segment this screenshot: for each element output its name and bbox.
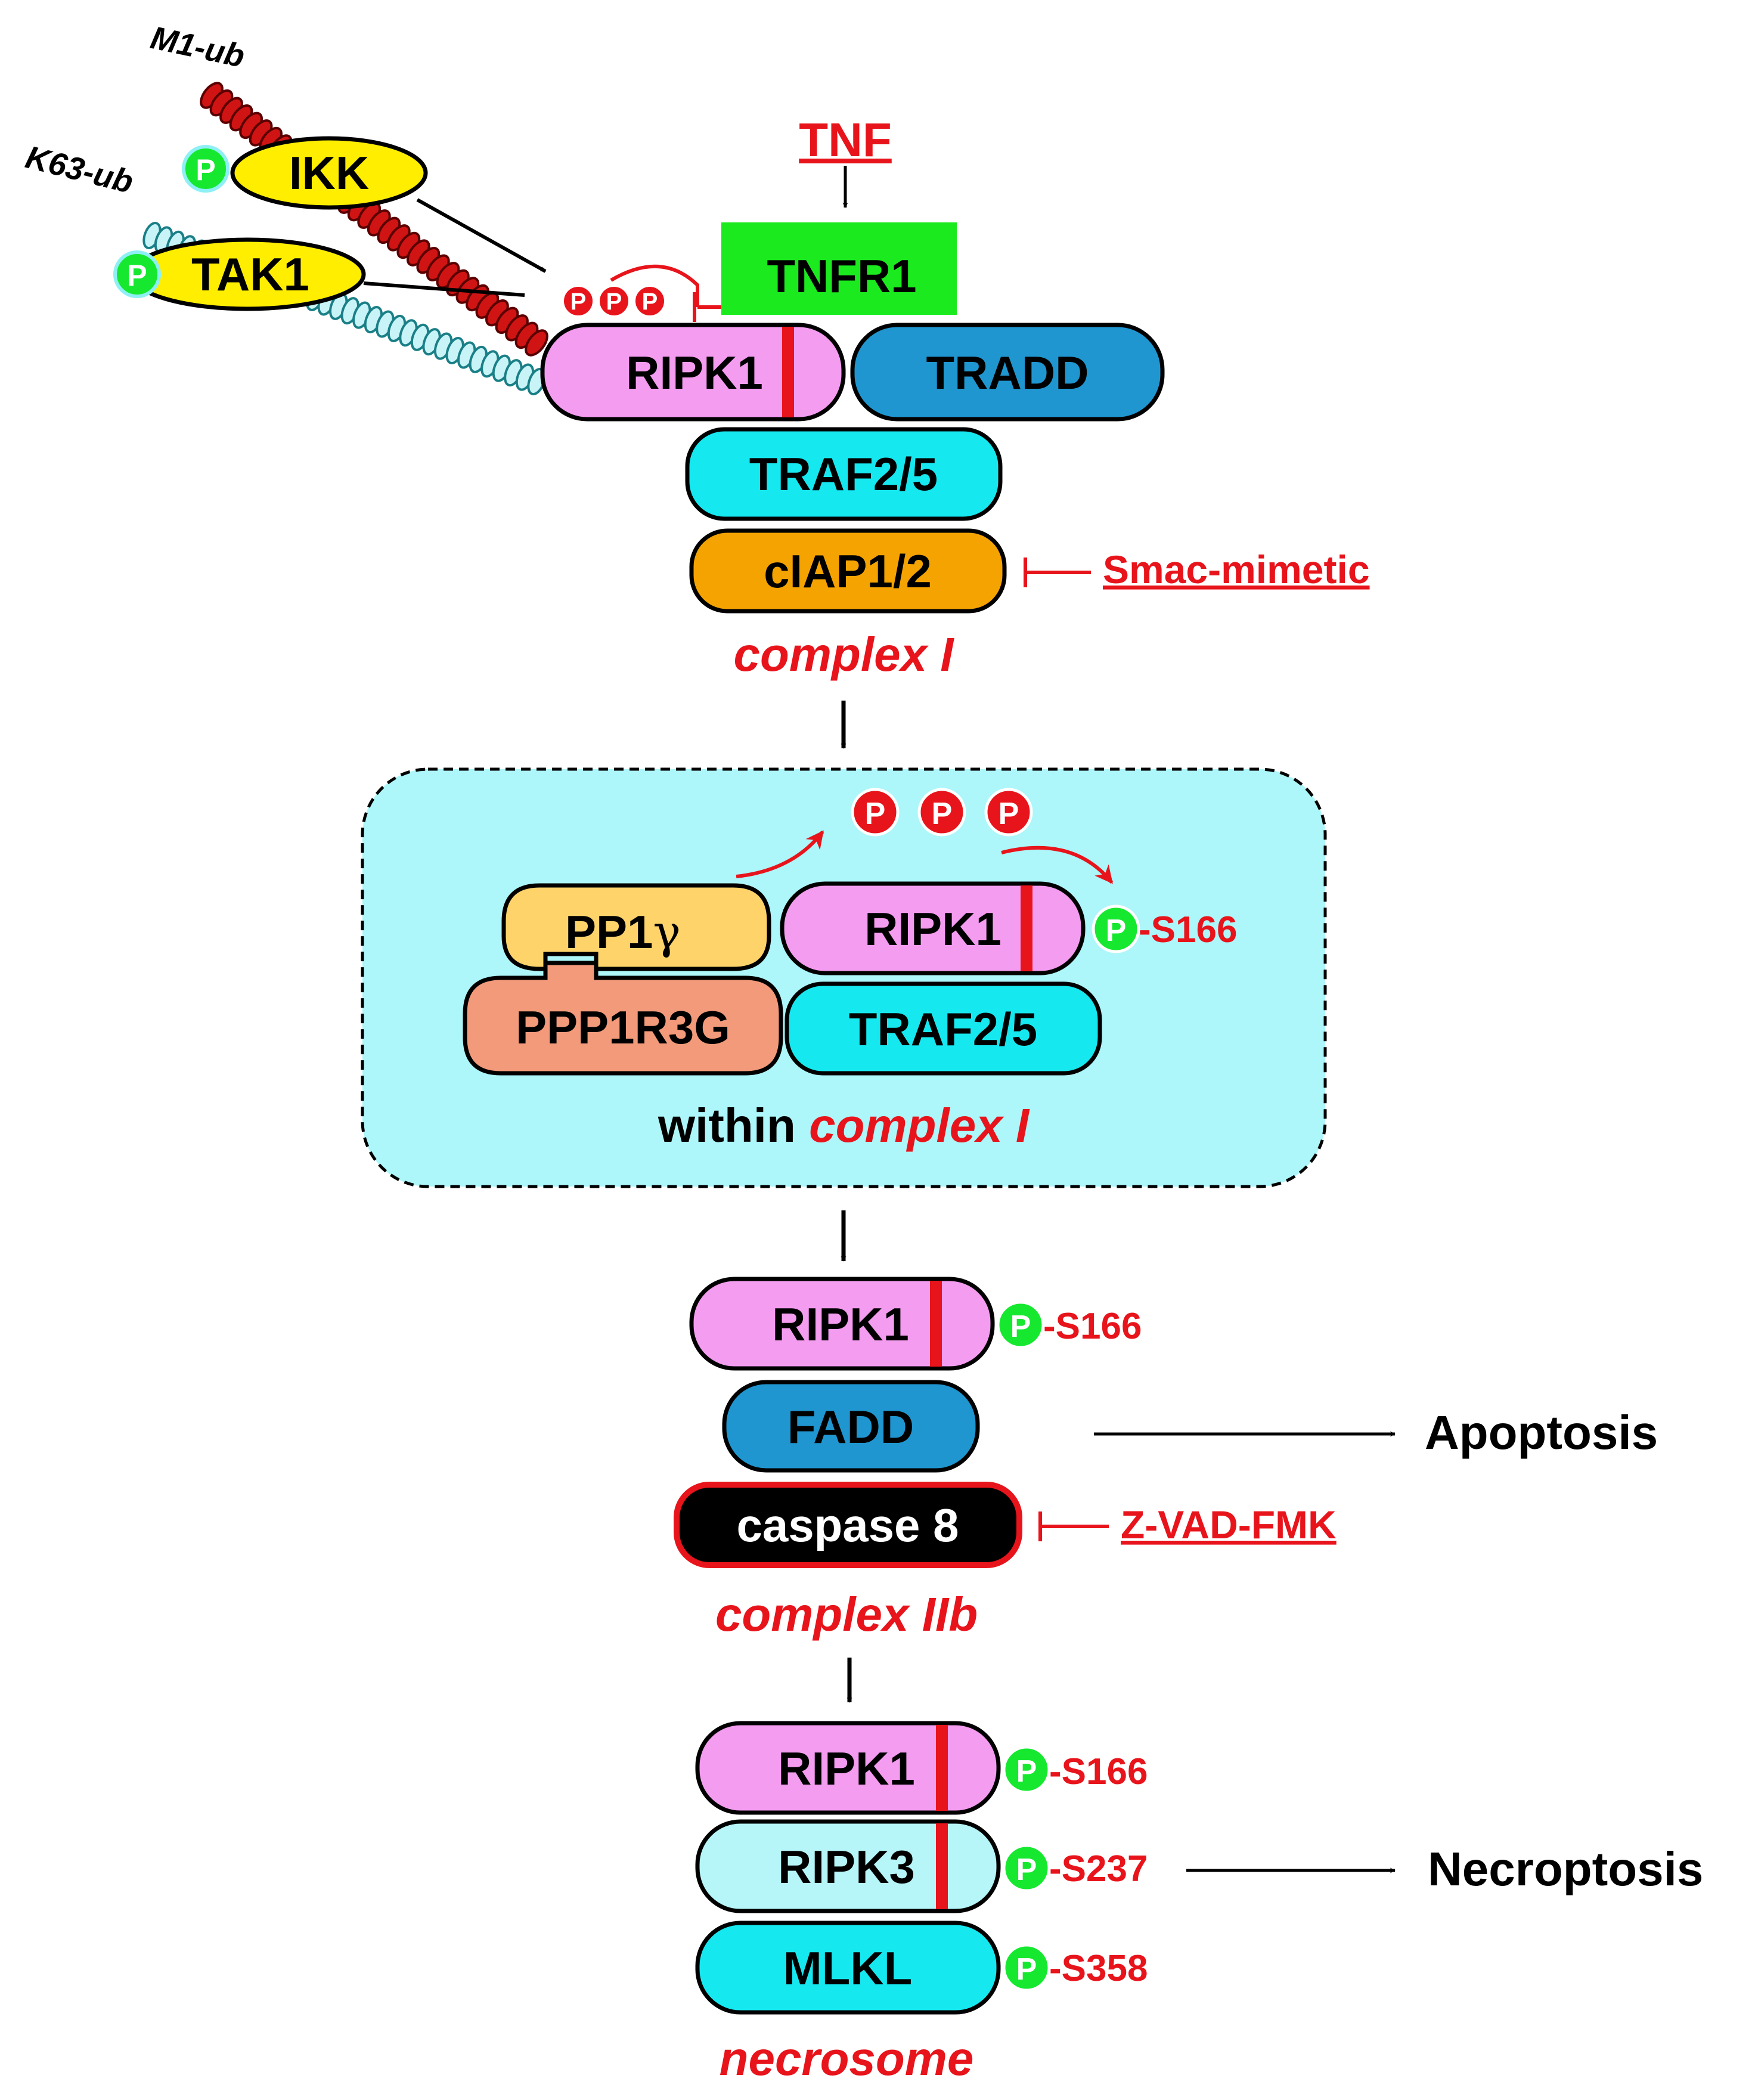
zvad-fmk-label: Z-VAD-FMK xyxy=(1121,1503,1337,1547)
site-s358-label: -S358 xyxy=(1049,1948,1148,1989)
complex-i-label: complex I xyxy=(733,628,954,681)
svg-text:P: P xyxy=(1016,1754,1037,1789)
phospho-transfer-arrow xyxy=(1001,845,1114,884)
ikk-to-ripk1-arrow xyxy=(416,198,547,273)
svg-text:P: P xyxy=(999,797,1019,831)
ciap-protein: cIAP1/2 xyxy=(689,528,1007,614)
tnfr1-inhibits-phospho xyxy=(610,264,721,309)
fadd-protein: FADD xyxy=(722,1380,980,1473)
svg-text:TRAF2/5: TRAF2/5 xyxy=(849,1003,1037,1055)
ikk-phospho-icon: P xyxy=(182,145,230,193)
ripk3-label: RIPK3 xyxy=(778,1841,915,1893)
svg-text:P: P xyxy=(865,797,886,831)
svg-text:RIPK1: RIPK1 xyxy=(772,1298,909,1351)
phospho-s166-icon: P xyxy=(996,1300,1045,1349)
svg-text:P: P xyxy=(127,259,147,292)
svg-text:RIPK1: RIPK1 xyxy=(864,903,1001,955)
within-complex-i-box xyxy=(361,767,1327,1188)
svg-text:RIPK1: RIPK1 xyxy=(778,1742,915,1795)
svg-text:P: P xyxy=(1016,1952,1037,1987)
phospho-s237-icon: P xyxy=(1002,1844,1051,1893)
ikk-label: IKK xyxy=(289,147,369,199)
necroptosis-label: Necroptosis xyxy=(1428,1842,1703,1895)
k63-ub-label: K63-ub xyxy=(22,139,137,200)
site-s166-label: -S166 xyxy=(1043,1306,1142,1347)
svg-text:P: P xyxy=(932,797,953,831)
ppp1r3g-protein: PPP1R3G xyxy=(463,961,783,1076)
within-complex-i-label: within complex I xyxy=(658,1099,1030,1152)
phospho-s358-icon: P xyxy=(1002,1943,1051,1992)
necrosome-label: necrosome xyxy=(720,2032,974,2085)
tradd-label: TRADD xyxy=(926,346,1089,399)
ppp1r3g-label: PPP1R3G xyxy=(516,1001,730,1054)
site-s237-label: -S237 xyxy=(1049,1848,1148,1890)
ripk1-within-complex-i: RIPK1 xyxy=(780,881,1086,975)
ripk1-phospho-sites: P P P xyxy=(562,284,666,318)
ripk1-complex-iib: RIPK1 xyxy=(689,1277,995,1371)
svg-text:P: P xyxy=(1106,913,1127,948)
ripk3-protein: RIPK3 xyxy=(695,1819,1001,1913)
tak1-to-ripk1-line xyxy=(363,281,525,297)
ikk-protein: IKK xyxy=(230,136,428,210)
svg-text:P: P xyxy=(642,289,658,315)
ripk1-label: RIPK1 xyxy=(626,346,763,399)
fadd-label: FADD xyxy=(787,1401,914,1453)
svg-text:P: P xyxy=(570,289,587,315)
caspase-8-label: caspase 8 xyxy=(737,1499,959,1551)
released-phospho-group: P P P xyxy=(851,788,1033,837)
svg-text:P: P xyxy=(606,289,622,315)
tnfr1-label: TNFR1 xyxy=(767,250,916,302)
tak1-label: TAK1 xyxy=(191,248,309,301)
traf-label: TRAF2/5 xyxy=(749,448,938,500)
tnfr1-receptor: TNFR1 xyxy=(721,222,957,315)
site-s166-label: -S166 xyxy=(1139,909,1237,950)
tradd-protein: TRADD xyxy=(850,323,1165,422)
smac-mimetic-label: Smac-mimetic xyxy=(1103,547,1370,591)
m1-ub-label: M1-ub xyxy=(148,20,248,75)
ripk1-necrosome: RIPK1 xyxy=(695,1721,1001,1815)
svg-text:P: P xyxy=(1016,1853,1037,1887)
tak1-protein: TAK1 xyxy=(129,237,366,311)
ripk1-complex-i: RIPK1 xyxy=(540,323,846,422)
pp1-label: PP1γ xyxy=(565,906,681,959)
traf-complex-i: TRAF2/5 xyxy=(685,427,1003,521)
apoptosis-label: Apoptosis xyxy=(1425,1406,1658,1459)
ciap-label: cIAP1/2 xyxy=(764,545,932,597)
mlkl-label: MLKL xyxy=(783,1942,913,1994)
ubiquitin-bead xyxy=(525,329,548,357)
phospho-s166-icon: P xyxy=(1092,905,1140,953)
tnf-label: TNF xyxy=(799,113,892,166)
caspase-8-protein: caspase 8 xyxy=(674,1482,1022,1568)
site-s166-label: -S166 xyxy=(1049,1751,1148,1792)
phospho-s166-icon: P xyxy=(1002,1745,1051,1794)
dephospho-arrow xyxy=(736,830,824,878)
mlkl-protein: MLKL xyxy=(695,1921,1001,2015)
pp1-gamma-protein: PP1γ xyxy=(501,883,771,971)
svg-text:P: P xyxy=(1010,1309,1031,1344)
traf-within-complex-i: TRAF2/5 xyxy=(785,981,1102,1076)
complex-iib-label: complex IIb xyxy=(715,1588,978,1641)
svg-text:P: P xyxy=(196,153,215,187)
tak1-phospho-icon: P xyxy=(113,250,161,298)
